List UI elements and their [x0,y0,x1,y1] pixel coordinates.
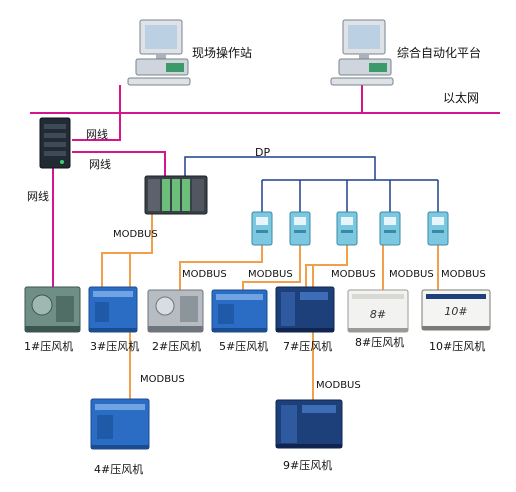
compressor-7-icon [275,286,335,333]
cable-label-uplink: 网线 [86,128,108,141]
compressor-4-icon [90,398,150,450]
ethernet-label: 以太网 [443,91,480,105]
modbus-gw1-2 [179,245,263,290]
dp-uplink [184,156,376,180]
modbus-gw2-5 [242,245,301,290]
cable-label-plc: 网线 [89,158,111,171]
compressor-10-label: 10#压风机 [429,340,486,353]
compressor-7-label: 7#压风机 [283,340,333,353]
compressor-10-plate: 10# [444,305,467,318]
compressor-2-icon [147,289,204,333]
compressor-8-plate: 8# [370,308,386,321]
dp-modbus-gateway-icon [379,211,401,246]
modbus-label-8: MODBUS [389,269,434,280]
modbus-label-10: MODBUS [441,269,486,280]
dp-modbus-gateway-icon [427,211,449,246]
compressor-5-icon [211,289,268,333]
compressor-9-label: 9#压风机 [283,459,333,472]
dp-modbus-gateway-icon [251,211,273,246]
cable-label-compressor1: 网线 [27,190,49,203]
plc-rack-icon [144,175,208,215]
compressor-10-icon: 10# [421,289,491,331]
integrated-platform-label: 综合自动化平台 [397,46,482,60]
compressor-2-label: 2#压风机 [152,340,202,353]
compressor-8-label: 8#压风机 [355,336,405,349]
compressor-1-icon [24,286,81,333]
modbus-plc-3 [101,212,153,287]
field-station-computer-icon [127,19,191,86]
compressor-8-icon: 8# [347,289,409,333]
network-switch-icon [39,117,71,169]
switch-plc-cable [72,151,166,177]
integrated-platform-computer-icon [330,19,394,86]
modbus-label-4: MODBUS [140,374,185,385]
compressor-4-label: 4#压风机 [94,463,144,476]
modbus-label-7: MODBUS [331,269,376,280]
modbus-label-plc: MODBUS [113,229,158,240]
dp-label: DP [255,146,271,159]
compressor-5-label: 5#压风机 [219,340,269,353]
compressor-3-icon [88,286,138,333]
field-station-label: 现场操作站 [192,46,253,60]
switch-uplink [72,113,121,141]
modbus-label-5: MODBUS [248,269,293,280]
modbus-gw3-7 [305,245,348,287]
compressor-9-icon [275,399,343,449]
modbus-label-2: MODBUS [182,269,227,280]
dp-modbus-gateway-icon [336,211,358,246]
dp-modbus-gateway-icon [289,211,311,246]
compressor-1-label: 1#压风机 [24,340,74,353]
modbus-label-9: MODBUS [316,380,361,391]
compressor-3-label: 3#压风机 [90,340,140,353]
